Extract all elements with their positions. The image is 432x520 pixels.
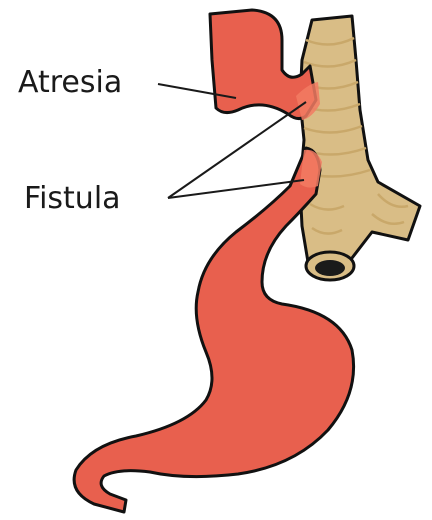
trachea-body — [300, 16, 420, 272]
atresia-label: Atresia — [18, 65, 122, 100]
fistula-label: Fistula — [24, 181, 121, 216]
bronchus-lumen — [315, 260, 345, 276]
fistula-pointer-upper — [168, 102, 306, 198]
trachea — [300, 16, 420, 280]
